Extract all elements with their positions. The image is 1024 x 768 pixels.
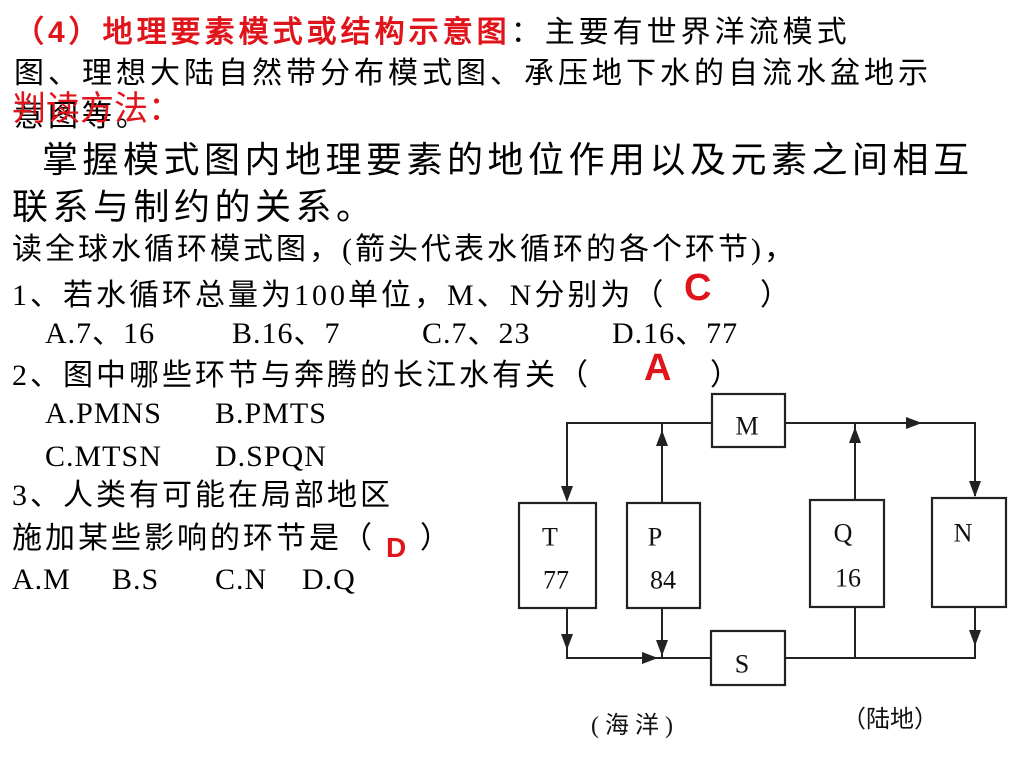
box-t	[517, 501, 598, 610]
box-q	[808, 498, 886, 609]
arrowhead-into-t	[561, 486, 573, 502]
question-1-answer: C	[684, 267, 712, 309]
flow-line-m-to-n	[785, 422, 976, 496]
question-3-answer: D	[386, 532, 407, 563]
ocean-label: ( 海 洋 )	[591, 712, 673, 739]
question-1-option-c: C.7、23	[422, 317, 531, 350]
question-2-answer: A	[644, 347, 672, 389]
question-3-stem-line-2: 施加某些影响的环节是（	[12, 522, 375, 555]
question-1-option-a: A.7、16	[45, 317, 156, 350]
question-1-stem: 1、若水循环总量为100单位，M、N分别为（	[12, 279, 667, 312]
method-title: 判读方法：	[12, 91, 182, 128]
arrowhead-p-up	[656, 430, 668, 446]
box-s	[709, 629, 787, 687]
heading-description-part-2: 图、理想大陆自然带分布模式图、承压地下水的自流水盆地示	[14, 57, 932, 90]
question-3-option-c: C.N	[215, 563, 268, 596]
heading-colon: ：	[510, 16, 545, 49]
land-label: （陆地）	[842, 706, 938, 733]
question-3-option-a: A.M	[12, 563, 71, 596]
question-3-option-b: B.S	[112, 563, 160, 596]
method-body-line-1: 掌握模式图内地理要素的地位作用以及元素之间相互	[42, 140, 974, 180]
arrowhead-top-right	[906, 417, 922, 429]
question-2-option-d: D.SPQN	[215, 440, 327, 473]
question-3-close-paren: ）	[420, 522, 450, 555]
box-m-label: M	[735, 412, 758, 441]
box-p-label: P	[648, 523, 662, 552]
question-2-stem: 2、图中哪些环节与奔腾的长江水有关（	[12, 359, 591, 392]
question-3-stem-line-1: 3、人类有可能在局部地区	[12, 479, 393, 512]
box-p	[625, 501, 702, 610]
flow-line-m-to-t	[566, 422, 712, 500]
flow-line-t-to-s	[566, 608, 711, 659]
box-q-value: 16	[835, 564, 861, 593]
box-q-label: Q	[834, 519, 853, 548]
question-2-option-c: C.MTSN	[45, 440, 162, 473]
flow-line-n-to-s	[785, 607, 976, 659]
box-t-value: 77	[543, 566, 569, 595]
box-n	[930, 496, 1008, 609]
box-m	[710, 392, 787, 449]
arrowhead-q-up	[849, 427, 861, 443]
method-body-line-2: 联系与制约的关系。	[12, 187, 377, 227]
diagram-intro: 读全球水循环模式图，(箭头代表水循环的各个环节)，	[12, 233, 797, 266]
heading-line-1: （4）地理要素模式或结构示意图：主要有世界洋流模式	[14, 13, 851, 53]
section-heading: （4）地理要素模式或结构示意图	[14, 16, 511, 49]
water-cycle-diagram: M T 77 P 84 Q 16 N S ( 海 洋 ) （陆地）	[517, 392, 1008, 739]
arrowhead-n-down	[969, 630, 981, 646]
arrowhead-bottom-right	[642, 652, 658, 664]
heading-description-part-1: 主要有世界洋流模式	[544, 16, 851, 49]
question-1-option-b: B.16、7	[232, 317, 341, 350]
arrowhead-p-down	[656, 640, 668, 656]
question-2-close-paren: ）	[710, 359, 740, 392]
box-s-label: S	[735, 650, 749, 679]
heading-description-part-3: 意图等。	[14, 100, 150, 133]
question-1-option-d: D.16、77	[612, 317, 739, 350]
box-t-label: T	[542, 523, 558, 552]
arrowhead-t-down	[561, 634, 573, 650]
box-n-label: N	[954, 519, 973, 548]
question-2-option-b: B.PMTS	[215, 397, 327, 430]
box-p-value: 84	[650, 566, 676, 595]
question-2-option-a: A.PMNS	[45, 397, 162, 430]
arrowhead-into-n	[969, 481, 981, 497]
question-1-close-paren: ）	[760, 279, 790, 312]
question-3-option-d: D.Q	[302, 563, 356, 596]
